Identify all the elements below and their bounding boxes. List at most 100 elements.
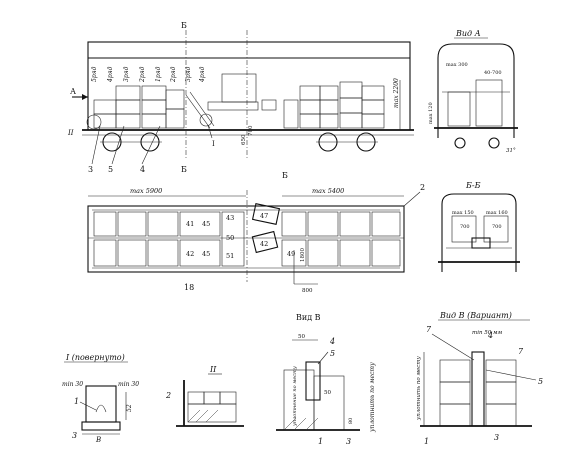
arrow-a-label: А — [70, 87, 76, 96]
stack-number: 47 — [260, 212, 268, 220]
view-a-dim-max-300: max 300 — [446, 62, 468, 68]
cargo-center — [207, 73, 277, 111]
callout-roman-one: I — [212, 140, 215, 148]
view-v-vertical-left: уплотнение по месту — [292, 366, 298, 427]
row-label: 3ряд — [123, 66, 130, 82]
detail-one-min-left: min 30 — [62, 381, 83, 388]
view-v-callout-4: 4 — [329, 337, 335, 346]
stack-number: 42 — [260, 240, 268, 248]
cargo-left — [93, 85, 215, 129]
stack-number: 51 — [226, 252, 234, 260]
row-label: 2ряд — [170, 66, 177, 83]
callout-5: 5 — [108, 165, 113, 174]
dim-800: 800 — [302, 288, 313, 294]
detail-one-block — [85, 385, 117, 423]
plan-cargo-right — [281, 211, 401, 267]
stack-numbers: 41 45 43 42 45 51 50 47 42 49 — [186, 212, 295, 260]
view-v-variant-callout-7-right: 7 — [518, 347, 524, 356]
stack-number: 43 — [226, 214, 234, 222]
section-bb-dim-right: max 160 — [486, 210, 508, 216]
view-v-callout-5: 5 — [330, 349, 335, 358]
row-label: 1ряд — [155, 66, 162, 82]
view-v-variant: Вид В (Вариант) min 50 мм уплотнить по м… — [416, 311, 543, 446]
section-bb-outline — [441, 193, 517, 272]
view-v-variant-callout-7-left: 7 — [426, 325, 432, 334]
section-bb: Б-Б max 150 max 160 700 700 — [438, 181, 520, 272]
dim-right-text: max 5400 — [312, 187, 344, 195]
view-v-variant-post — [471, 351, 485, 427]
callout-18: 18 — [184, 283, 194, 292]
row-label: 4ряд — [199, 66, 206, 83]
stack-number: 42 — [186, 250, 194, 258]
row-labels: 5ряд 4ряд 3ряд 2ряд 1ряд 2ряд 3ряд 4ряд — [91, 66, 206, 83]
detail-one: I (повернуто) В min 30 min 30 52 1 3 — [62, 353, 139, 444]
plan-cargo-left — [93, 211, 245, 267]
wheels — [100, 132, 378, 152]
arrow-a-head — [82, 94, 88, 100]
dim-650: 650 — [241, 134, 247, 145]
plan-outline — [87, 205, 405, 273]
cargo-right — [283, 81, 385, 129]
detail-two-callout-2: 2 — [165, 391, 171, 400]
view-v-dim-50-top: 50 — [298, 334, 305, 340]
stack-number: 45 — [202, 250, 210, 258]
dim-1800: 1800 — [300, 248, 306, 262]
dim-left-text: max 5900 — [130, 187, 162, 195]
row-label: 5ряд — [91, 66, 98, 82]
callout-6-mark: Б — [282, 171, 288, 180]
view-v-post — [305, 361, 321, 401]
view-v-variant-callout-3: 3 — [494, 433, 499, 442]
view-v-variant-callout-1: 1 — [424, 437, 429, 446]
view-a-dim-left: max 120 — [428, 102, 434, 124]
side-view: Б Б 5ряд 4ряд 3ряд 2ряд 1ряд 2ряд 3ряд 4… — [67, 21, 414, 174]
section-mark-b-bottom: Б — [181, 165, 187, 174]
section-bb-title: Б-Б — [465, 181, 481, 190]
row-label: 3ряд — [185, 66, 192, 82]
view-a: Вид А max 300 40-700 31° max 120 — [428, 29, 518, 154]
detail-one-callout-3: 3 — [72, 431, 77, 440]
detail-one-dim-b: В — [95, 436, 101, 444]
callout-4: 4 — [140, 165, 145, 174]
stack-number: 41 — [186, 220, 194, 228]
row-label: 4ряд — [107, 66, 114, 83]
detail-one-arc — [95, 404, 107, 413]
view-v-variant-dim-top: min 50 мм — [472, 330, 503, 336]
detail-one-min-right: min 30 — [118, 381, 139, 388]
section-bb-dim-left: max 150 — [452, 210, 474, 216]
detail-circle-one — [199, 113, 213, 127]
view-a-dim-bottom: 31° — [506, 148, 516, 154]
dim-700: 700 — [248, 125, 254, 136]
view-a-outline — [437, 43, 515, 138]
stack-number: 49 — [287, 250, 295, 258]
callout-2: 2 — [420, 183, 425, 192]
view-v-variant-callout-4: 4 — [487, 331, 493, 340]
view-v-variant-vertical: уплотнить по месту — [416, 355, 422, 421]
section-bb-dim-a: 700 — [460, 224, 470, 230]
view-v-variant-title: Вид В (Вариант) — [439, 311, 512, 320]
view-v-title: Вид В — [296, 313, 321, 322]
section-bb-chock — [471, 237, 491, 249]
view-v-drawing: 50 50 80 уплотнение по месту уплотнить п… — [276, 334, 376, 446]
stack-number: 50 — [226, 234, 234, 242]
detail-two: II 2 — [165, 365, 244, 427]
rotated-block — [251, 203, 281, 225]
detail-one-dim-52: 52 — [126, 404, 133, 412]
view-v-dim-80: 80 — [348, 418, 354, 424]
view-v-variant-callout-5: 5 — [538, 377, 543, 386]
callout-roman-two: II — [67, 129, 74, 137]
plan-view: max 5900 max 5400 4 — [87, 171, 425, 294]
detail-one-title: I (повернуто) — [65, 353, 125, 362]
callout-3: 3 — [88, 165, 93, 174]
stack-number: 45 — [202, 220, 210, 228]
row-label: 2ряд — [139, 66, 146, 83]
view-v-dim-50: 50 — [324, 390, 331, 396]
view-v-callout-3: 3 — [346, 437, 351, 446]
view-a-title: Вид А — [455, 29, 481, 38]
section-mark-b-top: Б — [181, 21, 187, 30]
section-bb-dim-b: 700 — [492, 224, 502, 230]
view-a-dim-right: 40-700 — [484, 70, 502, 76]
view-v-callout-1: 1 — [318, 437, 323, 446]
detail-circle-two — [86, 114, 102, 130]
detail-one-callout-1: 1 — [74, 397, 79, 406]
